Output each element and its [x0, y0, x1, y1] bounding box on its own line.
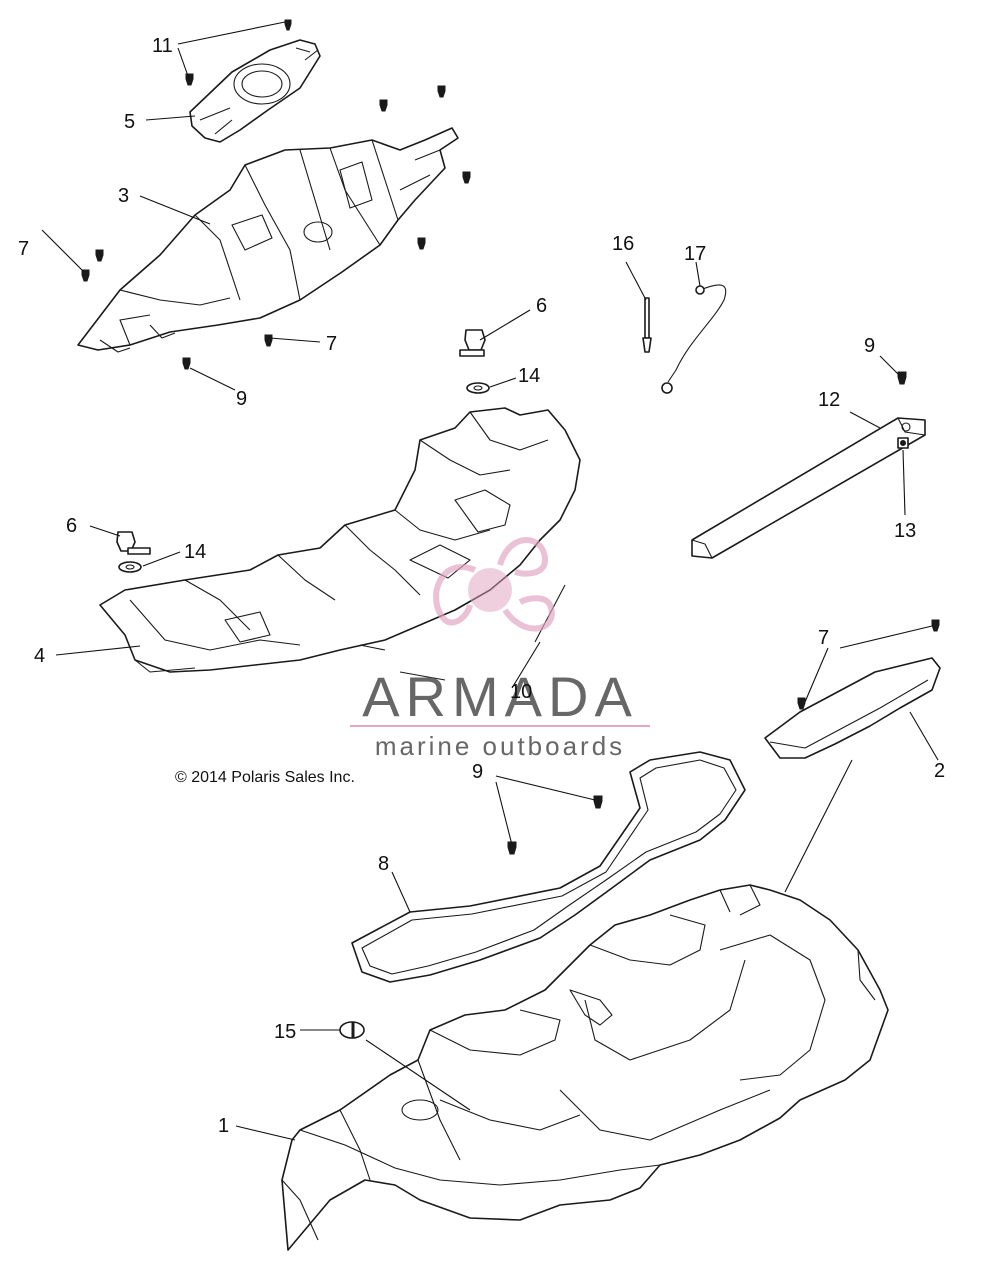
- callout-8: 8: [378, 853, 389, 875]
- callout-5: 5: [124, 111, 135, 133]
- part-2-side-cover: [764, 657, 941, 759]
- watermark-tagline: marine outboards: [375, 731, 625, 761]
- leader-lines: [41, 21, 939, 1141]
- part-12-strap: [691, 417, 926, 559]
- callout-14-left: 14: [184, 541, 206, 563]
- callout-3: 3: [118, 185, 129, 207]
- watermark-logo: ARMADA marine outboards: [350, 537, 650, 761]
- callout-2: 2: [934, 760, 945, 782]
- callout-15: 15: [274, 1021, 296, 1043]
- callout-7-left: 7: [18, 238, 29, 260]
- callout-16: 16: [612, 233, 634, 255]
- callout-labels: 11 5 3 7 7 9 6 14 6 14 4 10 16 17 9 12 1…: [18, 35, 945, 1137]
- callout-6-left: 6: [66, 515, 77, 537]
- part-5-bracket: [189, 39, 321, 143]
- callout-7-mid: 7: [326, 333, 337, 355]
- callout-4: 4: [34, 645, 45, 667]
- part-4-floor-panel: [99, 407, 581, 673]
- callout-12: 12: [818, 389, 840, 411]
- callout-17: 17: [684, 243, 706, 265]
- callout-11: 11: [152, 35, 173, 57]
- part-8-gasket: [351, 751, 746, 983]
- part-1-main-body: [281, 884, 889, 1251]
- callout-9-lower: 9: [472, 761, 483, 783]
- part-3-upper-cover: [77, 127, 459, 353]
- propeller-icon: [433, 537, 555, 632]
- fastener-hardware: [81, 19, 940, 1039]
- callout-14-top: 14: [518, 365, 540, 387]
- callout-10: 10: [510, 681, 532, 703]
- copyright-notice: © 2014 Polaris Sales Inc.: [175, 769, 355, 786]
- callout-6-top: 6: [536, 295, 547, 317]
- callout-7-right: 7: [818, 627, 829, 649]
- callout-9-left: 9: [236, 388, 247, 410]
- callout-13: 13: [894, 520, 916, 542]
- watermark-brand: ARMADA: [362, 665, 638, 728]
- callout-1: 1: [218, 1115, 229, 1137]
- callout-9-right: 9: [864, 335, 875, 357]
